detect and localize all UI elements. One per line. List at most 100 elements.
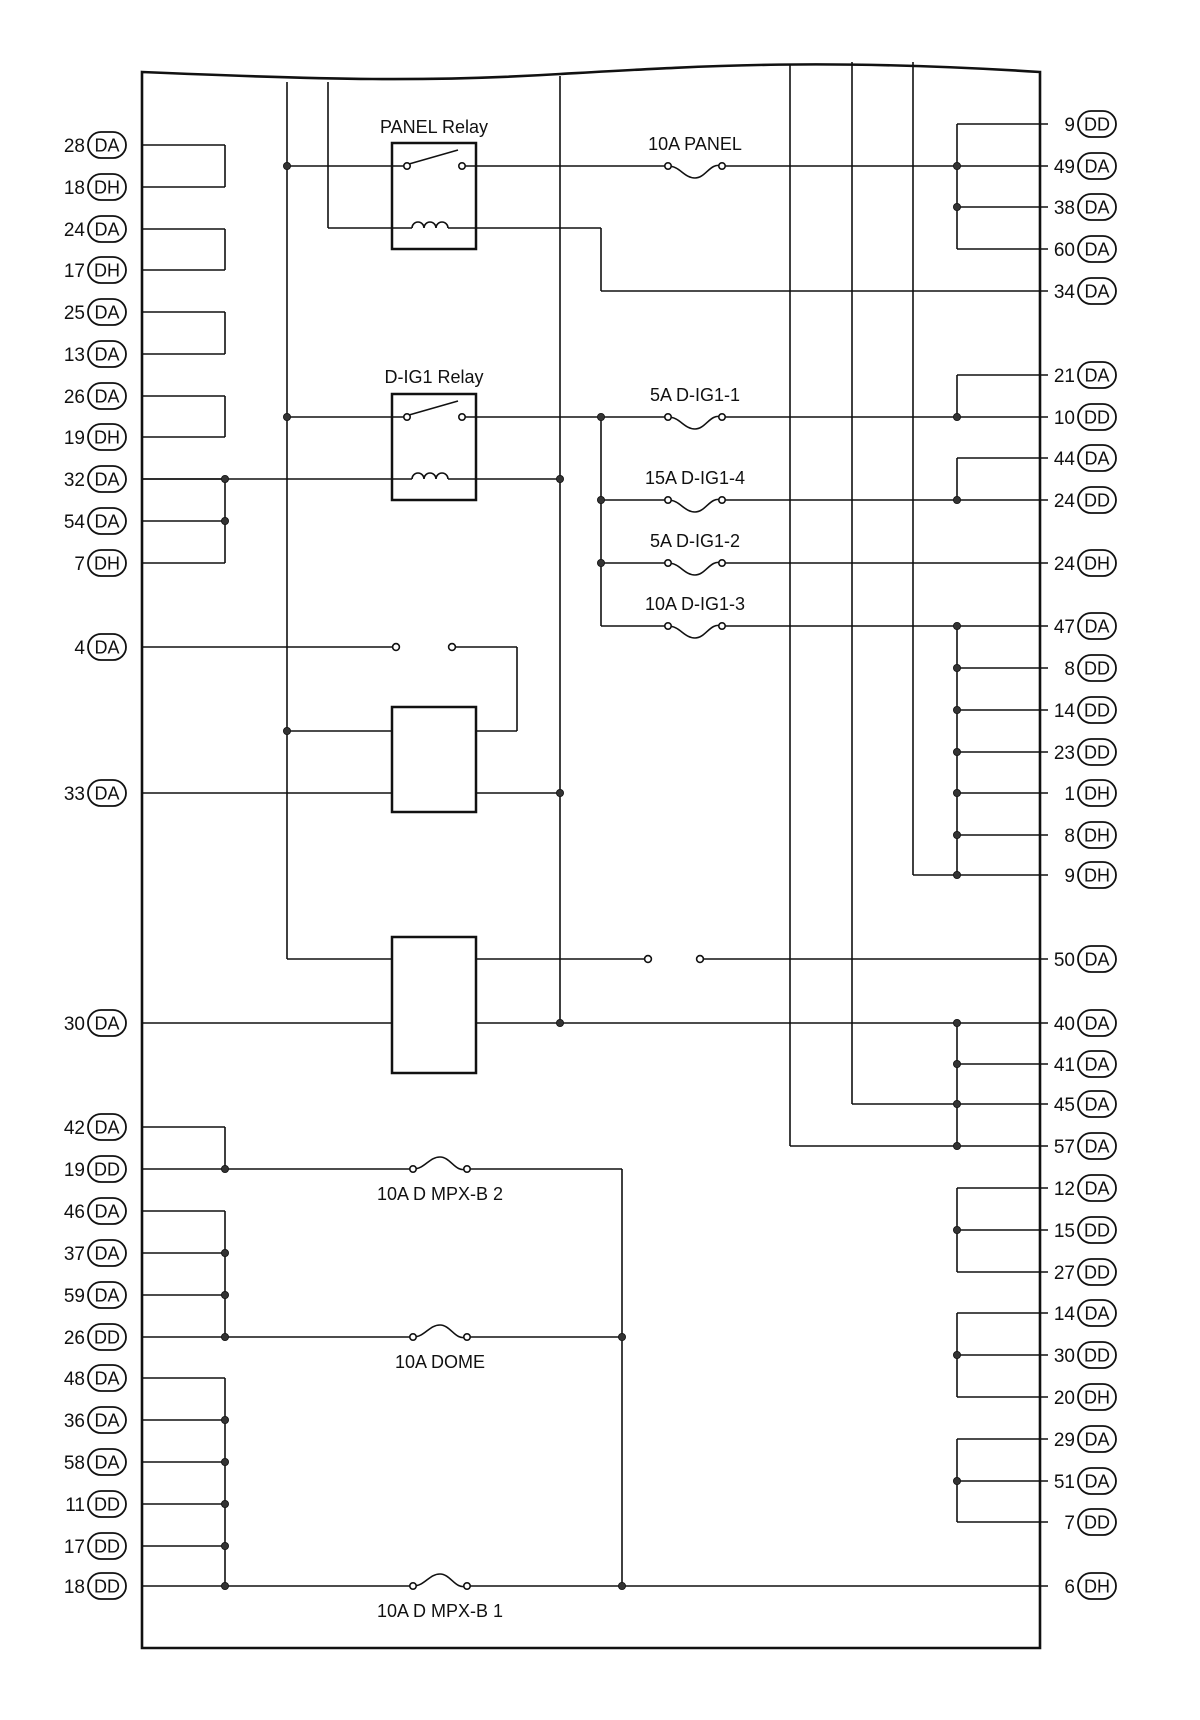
terminal-number: 38 — [1054, 198, 1075, 219]
connector-code: DA — [1084, 1179, 1109, 1199]
junction-dots — [220, 161, 962, 1591]
connector-badge — [1077, 1572, 1117, 1600]
connector-badge — [1077, 361, 1117, 389]
connector-code: DH — [94, 261, 120, 281]
connector-badge — [87, 1364, 127, 1392]
terminal-number: 12 — [1054, 1179, 1075, 1200]
connector-code: DA — [94, 1118, 119, 1138]
connector-code: DA — [94, 1369, 119, 1389]
connector-badge — [87, 173, 127, 201]
connector-badge — [1077, 945, 1117, 973]
connector-badge — [1077, 1383, 1117, 1411]
connector-code: DH — [94, 554, 120, 574]
connector-badge — [1077, 1467, 1117, 1495]
connector-code: DA — [1084, 1095, 1109, 1115]
connector-badge — [87, 1113, 127, 1141]
left-terminal: DA4 — [74, 633, 127, 661]
connector-badge — [1077, 738, 1117, 766]
connector-badge — [1077, 1341, 1117, 1369]
connector-code: DA — [1084, 1472, 1109, 1492]
fuse-dig1-4-label: 15A D-IG1-4 — [645, 468, 745, 488]
terminal-number: 59 — [64, 1286, 85, 1307]
fuse-dome-label: 10A DOME — [395, 1352, 485, 1372]
connector-badge — [87, 340, 127, 368]
fuse-dmpxb2: 10A D MPX-B 2 — [377, 1156, 503, 1204]
fuse-dig1-4: 15A D-IG1-4 — [645, 468, 745, 513]
control-module-2 — [390, 935, 478, 1075]
connector-code: DH — [1084, 554, 1110, 574]
connector-code: DA — [1084, 1014, 1109, 1034]
connector-badge — [87, 507, 127, 535]
right-terminal: DH1 — [1064, 779, 1117, 807]
terminal-number: 49 — [1054, 157, 1075, 178]
fuse-dig1-3-label: 10A D-IG1-3 — [645, 594, 745, 614]
connector-code: DD — [1084, 659, 1110, 679]
connector-badge — [87, 1155, 127, 1183]
left-terminal: DH 18 — [64, 173, 127, 201]
connector-badge — [1077, 1050, 1117, 1078]
open-contacts — [391, 642, 705, 964]
connector-code: DA — [94, 303, 119, 323]
terminal-number: 9 — [1064, 866, 1075, 887]
terminal-number: 18 — [64, 178, 85, 199]
right-terminal: DH9 — [1064, 861, 1117, 889]
connector-badge — [87, 1572, 127, 1600]
connector-badge — [1077, 1090, 1117, 1118]
terminal-number: 13 — [64, 345, 85, 366]
right-terminal: DD7 — [1064, 1508, 1117, 1536]
connector-badge — [87, 382, 127, 410]
terminal-number: 4 — [74, 638, 85, 659]
terminal-number: 19 — [64, 1160, 85, 1181]
terminal-number: 26 — [64, 1328, 85, 1349]
connector-code: DA — [94, 470, 119, 490]
terminal-number: 11 — [65, 1495, 85, 1516]
terminal-number: 19 — [64, 428, 85, 449]
connector-badge — [1077, 110, 1117, 138]
connector-code: DH — [1084, 1388, 1110, 1408]
terminal-number: 41 — [1054, 1055, 1075, 1076]
terminal-number: 24 — [64, 220, 86, 241]
connector-badge — [87, 131, 127, 159]
fuse-dig1-1: 5A D-IG1-1 — [650, 385, 740, 430]
connector-badge — [87, 1281, 127, 1309]
fuse-dig1-2: 5A D-IG1-2 — [650, 531, 740, 576]
terminal-number: 20 — [1054, 1388, 1075, 1409]
connector-code: DH — [94, 178, 120, 198]
right-terminal: DH 24 — [1054, 549, 1117, 577]
terminal-number: 40 — [1054, 1014, 1075, 1035]
terminal-number: 36 — [64, 1411, 85, 1432]
left-terminal: DA 48 — [64, 1364, 127, 1392]
fuse-panel: 10A PANEL — [648, 134, 742, 179]
terminal-number: 60 — [1054, 240, 1075, 261]
terminal-number: 8 — [1064, 659, 1075, 680]
terminal-number: 24 — [1054, 554, 1076, 575]
terminal-number: 50 — [1054, 950, 1075, 971]
connector-code: DA — [94, 1286, 119, 1306]
terminal-number: 30 — [1054, 1346, 1075, 1367]
connector-code: DA — [1084, 617, 1109, 637]
terminal-number: 48 — [64, 1369, 85, 1390]
terminal-number: 45 — [1054, 1095, 1075, 1116]
connector-code: DH — [94, 428, 120, 448]
terminal-number: 9 — [1064, 115, 1075, 136]
connector-badge — [87, 779, 127, 807]
connector-badge — [1077, 1299, 1117, 1327]
